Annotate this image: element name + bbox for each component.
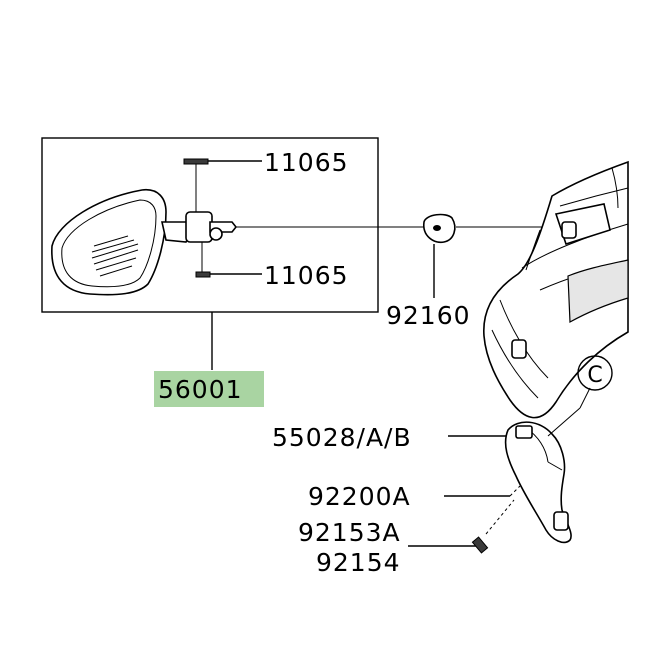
screw-part [471,499,515,554]
cover-part [504,421,572,544]
grommet-part [423,213,456,244]
label-clamp: 92200A [308,482,411,511]
label-cover: 55028/A/B [272,423,412,452]
bolt-top [183,158,209,212]
label-bolt-bottom: 11065 [264,261,349,290]
callout-c: C [577,355,613,391]
label-grommet: 92160 [386,301,471,330]
label-screw-b: 92154 [316,548,401,577]
fairing [483,160,629,419]
callout-letter: C [587,363,602,388]
assembly-box [41,137,379,313]
label-screw-a: 92153A [298,518,401,547]
mirror-shell [51,188,238,296]
label-bolt-top: 11065 [264,148,349,177]
mirror-glass-hatching [91,235,139,277]
highlight-box [154,371,264,407]
bolt-bottom [195,242,211,278]
label-mirror-assembly: 56001 [158,375,243,404]
